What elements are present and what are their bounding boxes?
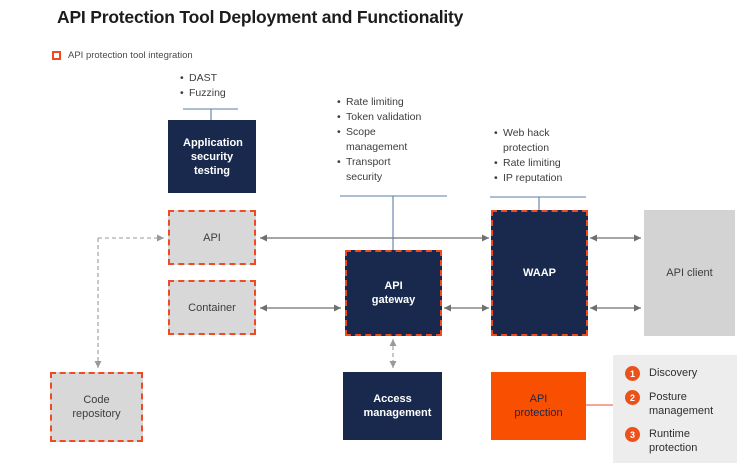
list-item: Rate limiting <box>337 95 422 110</box>
callout-panel: 1 Discovery 2 Posture management 3 Runti… <box>613 355 737 463</box>
step-1-badge: 1 <box>625 366 640 381</box>
list-item: Web hack protection <box>494 126 579 156</box>
node-access-management: Access management <box>343 372 442 440</box>
page-title: API Protection Tool Deployment and Funct… <box>57 7 464 27</box>
node-api-gateway: API gateway <box>345 250 442 336</box>
node-code-repository: Code repository <box>50 372 143 442</box>
legend-label: API protection tool integration <box>68 50 193 61</box>
list-item: Fuzzing <box>180 86 226 101</box>
ast-feature-list: DAST Fuzzing <box>180 71 226 101</box>
callout-item-runtime-protection: 3 Runtime protection <box>625 427 727 455</box>
callout-item-discovery: 1 Discovery <box>625 366 727 381</box>
callout-item-posture-management: 2 Posture management <box>625 390 727 418</box>
gateway-feature-list: Rate limiting Token validation Scope man… <box>337 95 422 185</box>
node-container: Container <box>168 280 256 335</box>
node-api-protection: API protection <box>491 372 586 440</box>
dashed-square-icon <box>52 51 61 60</box>
dashed-arrows <box>94 234 397 368</box>
list-item: Scope management <box>337 125 422 155</box>
list-item: IP reputation <box>494 171 579 186</box>
list-item: Transport security <box>337 155 422 185</box>
list-item: DAST <box>180 71 226 86</box>
waap-feature-list: Web hack protection Rate limiting IP rep… <box>494 126 579 186</box>
node-api: API <box>168 210 256 265</box>
node-api-client: API client <box>644 210 735 336</box>
annotation-connectors <box>183 108 586 251</box>
step-2-badge: 2 <box>625 390 640 405</box>
node-application-security-testing: Application security testing <box>168 120 256 193</box>
node-waap: WAAP <box>491 210 588 336</box>
list-item: Rate limiting <box>494 156 579 171</box>
list-item: Token validation <box>337 110 422 125</box>
solid-arrows <box>260 234 641 312</box>
step-3-badge: 3 <box>625 427 640 442</box>
legend: API protection tool integration <box>52 50 193 61</box>
